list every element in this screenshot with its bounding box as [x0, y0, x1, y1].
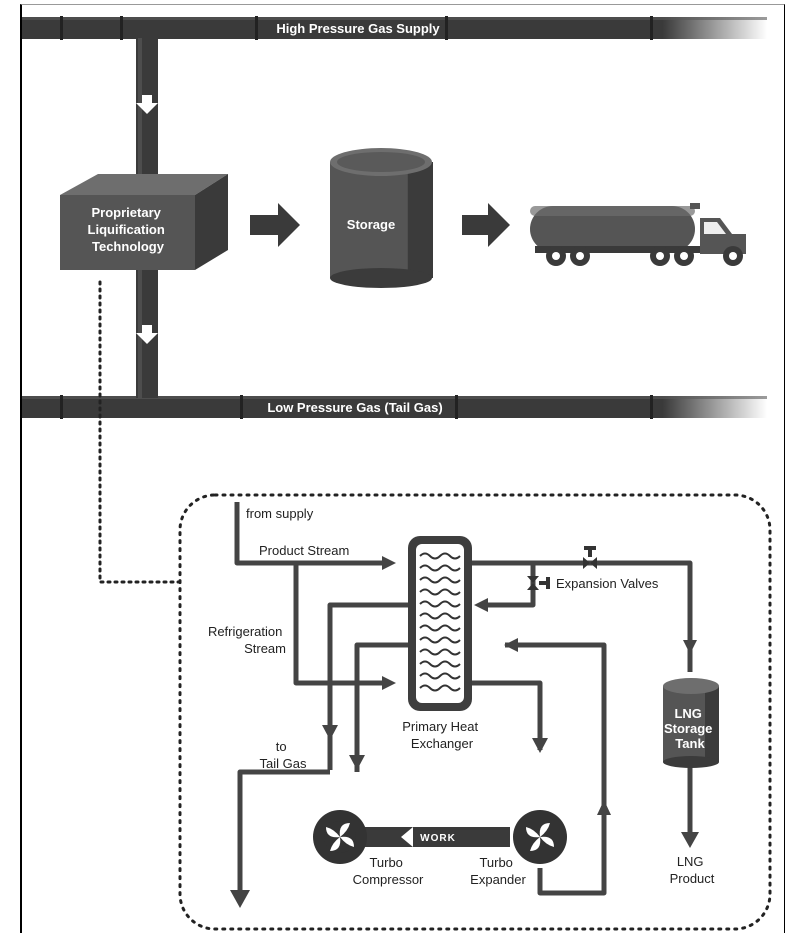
detail-connector-dotted [98, 280, 182, 584]
liquefaction-label-line-2: Liquification [88, 222, 165, 237]
liquefaction-label-line-3: Technology [92, 239, 165, 254]
svg-text:Proprietary Liquificatio: Proprietary Liquification Technology [88, 205, 169, 254]
expansion-valves-label: Expansion Valves [556, 576, 659, 591]
turbo-expander-icon [513, 810, 567, 864]
product-stream-label: Product Stream [259, 543, 349, 558]
turbo-compressor-icon [313, 810, 367, 864]
flow-arrows [230, 556, 699, 908]
down-arrow-icon [136, 325, 158, 344]
high-pressure-label: High Pressure Gas Supply [276, 21, 440, 36]
work-shaft: WORK [360, 827, 510, 847]
liquefaction-technology-box: Proprietary Liquification Technology [60, 174, 228, 270]
expansion-valve-icon [527, 576, 550, 590]
heat-exchanger-label-line-2: Exchanger [411, 736, 474, 751]
tanker-truck-icon [530, 203, 746, 266]
expansion-valve-icon [583, 546, 597, 569]
storage-label: Storage [347, 217, 395, 232]
lng-product-label-line-2: Product [670, 871, 715, 886]
lng-tank-label-line-2: Storage [664, 721, 712, 736]
turbo-compressor-label-line-1: Turbo [369, 855, 402, 870]
svg-text:LNG Product: LNG Product [670, 854, 715, 886]
heat-exchanger-label-line-1: Primary Heat [402, 719, 478, 734]
to-tail-gas-line-1: to [276, 739, 287, 754]
detail-panel-border [178, 493, 772, 931]
liquefaction-label-line-1: Proprietary [92, 205, 162, 220]
right-arrow-icon [250, 203, 300, 247]
svg-text:Turbo Compressor: Turbo Compressor [353, 855, 424, 887]
svg-text:Turbo Expander: Turbo Expander [470, 855, 526, 887]
lng-tank-label-line-3: Tank [675, 736, 705, 751]
lng-storage-tank: LNG Storage Tank [663, 678, 719, 768]
turbo-compressor-label-line-2: Compressor [353, 872, 424, 887]
turbo-expander-label-line-1: Turbo [479, 855, 512, 870]
from-supply-label: from supply [246, 506, 314, 521]
refrigeration-stream-line-1: Refrigeration [208, 624, 282, 639]
turbo-expander-label-line-2: Expander [470, 872, 526, 887]
lng-tank-label-line-1: LNG [674, 706, 701, 721]
low-pressure-label: Low Pressure Gas (Tail Gas) [267, 400, 442, 415]
high-pressure-pipe: High Pressure Gas Supply [22, 16, 767, 40]
work-label: WORK [420, 833, 456, 844]
refrigeration-stream-line-2: Stream [244, 641, 286, 656]
svg-text:Primary Heat Exchanger: Primary Heat Exchanger [402, 719, 481, 751]
low-pressure-pipe: Low Pressure Gas (Tail Gas) [22, 395, 767, 419]
right-arrow-icon [462, 203, 510, 247]
down-arrow-icon [136, 95, 158, 114]
svg-text:Refrigeration Stream: Refrigeration Stream [208, 624, 286, 656]
storage-tank: Storage [330, 148, 433, 288]
svg-text:LNG Storage Tank: LNG Storage Tank [664, 706, 716, 751]
svg-text:to Tail Gas: to Tail Gas [260, 739, 307, 771]
primary-heat-exchanger [408, 536, 472, 711]
to-tail-gas-line-2: Tail Gas [260, 756, 307, 771]
lng-product-label-line-1: LNG [677, 854, 704, 869]
